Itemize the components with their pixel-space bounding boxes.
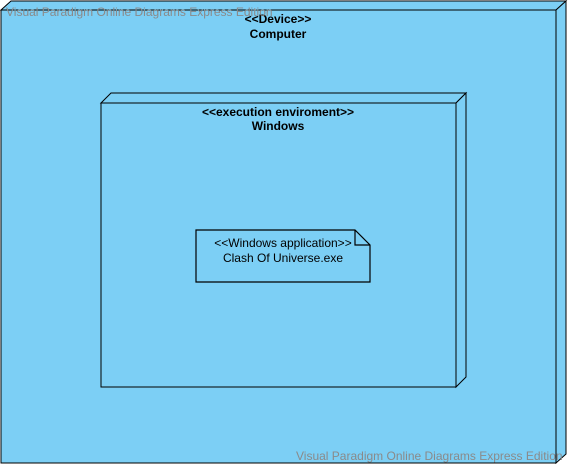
device-name: Computer [250,27,307,41]
environment-node-top-face [99,92,468,104]
artifact-document-shape [195,229,371,283]
watermark-top: Visual Paradigm Online Diagrams Express … [6,5,273,19]
environment-node-side-face [455,91,467,389]
device-node-side-face [555,0,567,465]
execution-environment-node-windows[interactable]: <<execution enviroment>> Windows [99,91,468,389]
artifact-folded-corner-icon [354,230,370,246]
watermark-bottom: Visual Paradigm Online Diagrams Express … [296,449,563,463]
environment-stereotype: <<execution enviroment>> [202,105,354,119]
artifact-stereotype: <<Windows application>> [214,236,351,250]
environment-name: Windows [252,119,305,133]
artifact-clash-of-universe[interactable]: <<Windows application>> Clash Of Univers… [195,229,371,283]
device-stereotype: <<Device>> [245,12,312,26]
artifact-name: Clash Of Universe.exe [223,251,343,265]
